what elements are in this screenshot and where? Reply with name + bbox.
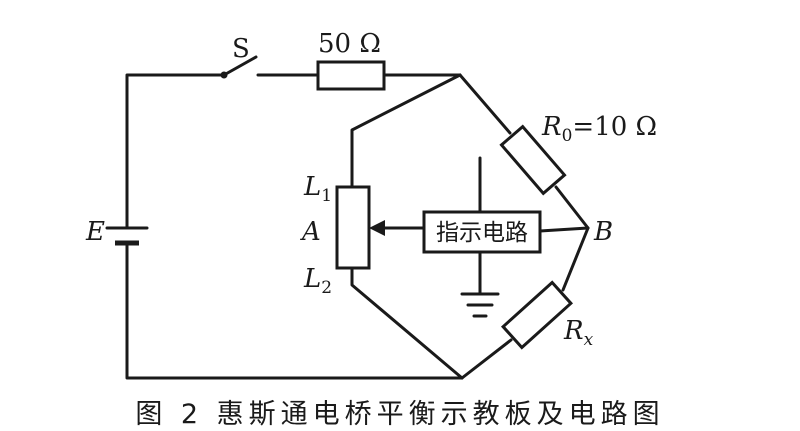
figure-caption: 图 2 惠斯通电桥平衡示教板及电路图 bbox=[135, 399, 665, 430]
point-a-label: A bbox=[300, 217, 321, 247]
resistor-rx bbox=[500, 280, 574, 350]
resistor-top-label: 50 Ω bbox=[318, 29, 381, 59]
wire-r0-to-b bbox=[554, 185, 590, 230]
r0-label: R0=10 Ω bbox=[541, 112, 657, 146]
switch-blade bbox=[222, 55, 258, 77]
slide-wire bbox=[335, 185, 371, 270]
point-b-label: B bbox=[593, 217, 613, 247]
switch-label: S bbox=[232, 34, 250, 64]
circuit-svg: S 50 Ω R0=10 Ω E L1 A L2 指示电路 B Rx bbox=[85, 29, 657, 380]
wire-bottom bbox=[125, 243, 464, 380]
wire-rx-to-bottom bbox=[460, 338, 513, 380]
indicator-label: 指示电路 bbox=[436, 220, 528, 246]
resistor-50-ohm bbox=[316, 60, 386, 91]
l2-label: L2 bbox=[303, 264, 332, 298]
rx-label: Rx bbox=[563, 316, 594, 350]
wire-left-top bbox=[125, 73, 226, 212]
resistor-r0 bbox=[499, 124, 567, 196]
wire-top-to-r0 bbox=[458, 73, 512, 135]
wire-top-to-slidewire bbox=[350, 73, 462, 189]
slider-arrow-head bbox=[369, 220, 385, 236]
wire-b-to-rx bbox=[561, 226, 590, 292]
indicator-box bbox=[422, 210, 542, 254]
l1-label: L1 bbox=[303, 172, 332, 206]
battery-label: E bbox=[85, 217, 105, 247]
wire-indicator-to-b bbox=[538, 226, 590, 233]
wire-slidewire-to-bottom bbox=[350, 266, 464, 380]
